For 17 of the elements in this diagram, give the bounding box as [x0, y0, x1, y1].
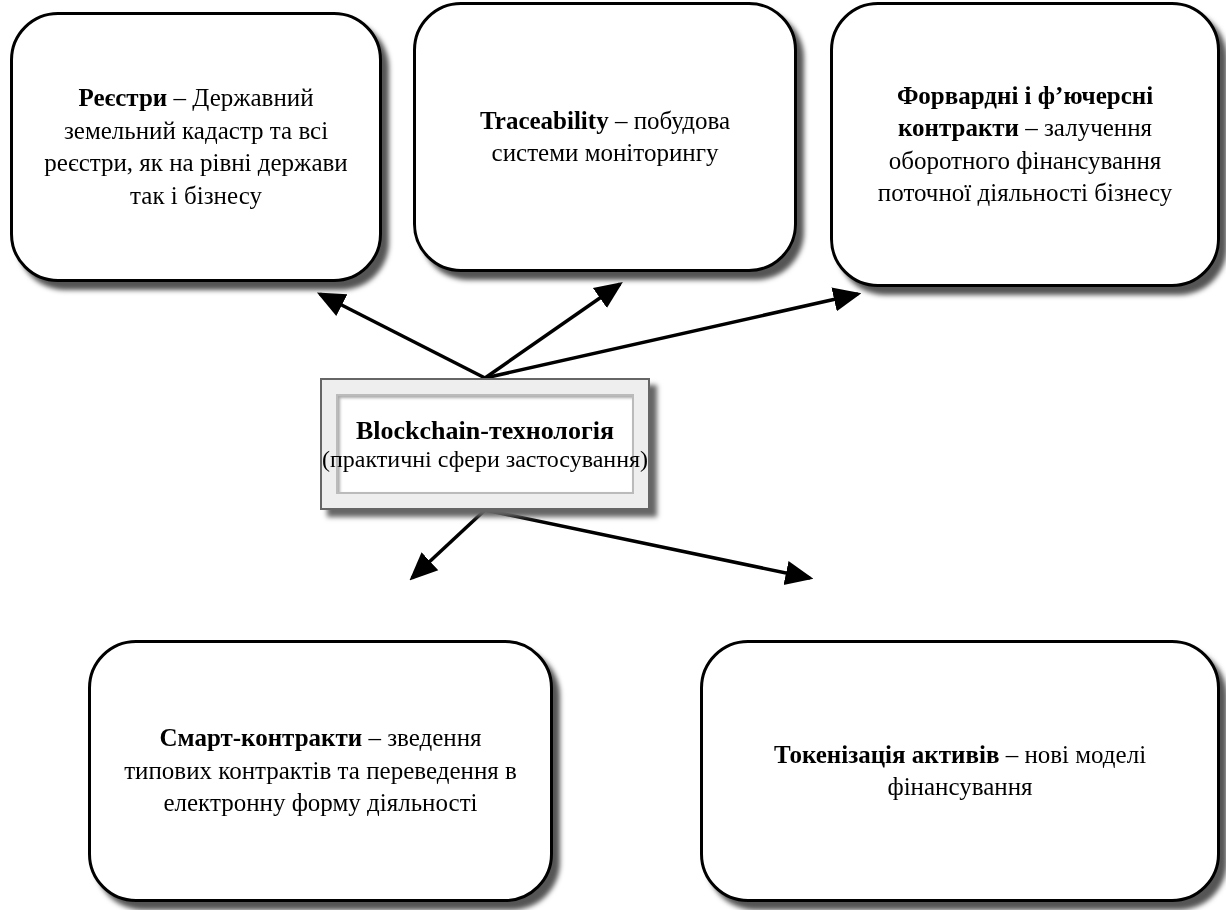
rounded-box: [830, 2, 1220, 287]
rounded-box: [700, 640, 1220, 902]
box-text: Форвардні і ф’ючерсні контракти – залучення оборотного фінансування поточної діяльності бізнесу: [876, 80, 1174, 208]
arrow: [484, 508, 814, 585]
box-text: Смарт-контракти – зведення типових контрактів та переведення в електронну форму діяльності: [123, 723, 518, 819]
rounded-box: [10, 12, 382, 282]
rounded-box: [88, 640, 553, 902]
box-text: (практичні сфери застосування): [322, 445, 648, 473]
box-text: Traceability – побудова системи моніторингу: [478, 105, 732, 168]
box-text: Реєстри – Державний земельний кадастр та всі реєстри, як на рівні держави так і бізнесу: [43, 83, 349, 211]
arrow: [484, 282, 623, 380]
box-text: Токенізація активів – нові моделі фінансування: [772, 739, 1148, 802]
arrow: [409, 508, 487, 581]
rounded-box: [413, 2, 797, 272]
central-box: [320, 378, 650, 510]
arrow: [316, 292, 486, 380]
box-title: Blockchain-технологія: [356, 415, 614, 446]
